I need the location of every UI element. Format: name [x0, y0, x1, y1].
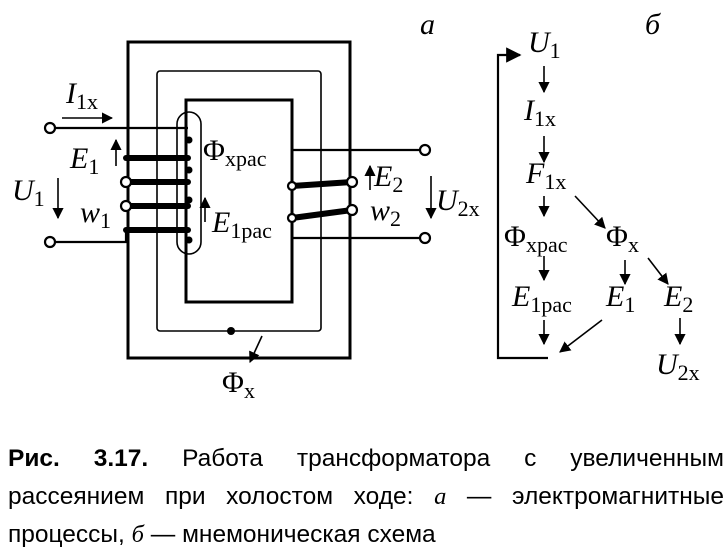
mn-phi-x: Φx — [606, 220, 639, 257]
label-i1x: I1x — [65, 77, 98, 114]
mn-e2: E2 — [663, 280, 693, 317]
mn-e1: E1 — [605, 280, 635, 317]
mn-f1x: F1x — [525, 157, 566, 194]
caption-text-2: — электромагнитные процессы, — [8, 483, 724, 548]
label-phi-xras: Φxpac — [203, 134, 267, 171]
secondary-winding — [286, 143, 432, 245]
mn-u2x: U2x — [656, 348, 700, 385]
figure-caption: Рис. 3.17. Работа трансформатора с увели… — [8, 440, 724, 554]
label-phi-x: Φx — [222, 366, 255, 403]
caption-a: а — [434, 483, 447, 510]
mn-phi-xras: Φxpac — [504, 220, 568, 257]
label-e1ras: E1pac — [211, 206, 272, 243]
mn-i1x: I1x — [523, 94, 556, 131]
part-a-label: а — [420, 8, 435, 41]
label-e1: E1 — [69, 142, 99, 179]
caption-b: б — [131, 521, 144, 548]
label-e2: E2 — [373, 160, 403, 197]
label-w1: w1 — [80, 196, 111, 233]
part-b-label: б — [645, 8, 661, 41]
label-u1: U1 — [12, 174, 45, 211]
mn-u1: U1 — [528, 26, 561, 63]
main-flux-path — [156, 70, 322, 364]
caption-text-1: Работа трансформатора с увеличенным расс… — [8, 445, 724, 510]
caption-label: Рис. 3.17. — [8, 445, 149, 472]
transformer-figure: а б — [12, 8, 700, 403]
primary-winding — [43, 111, 202, 255]
label-u2x: U2x — [436, 184, 480, 221]
mn-e1ras: E1pac — [511, 280, 572, 317]
caption-text-3: — мнемоническая схема — [143, 521, 436, 548]
transformer-core — [126, 40, 352, 360]
mnemonic-scheme — [496, 47, 686, 360]
label-w2: w2 — [370, 194, 401, 231]
